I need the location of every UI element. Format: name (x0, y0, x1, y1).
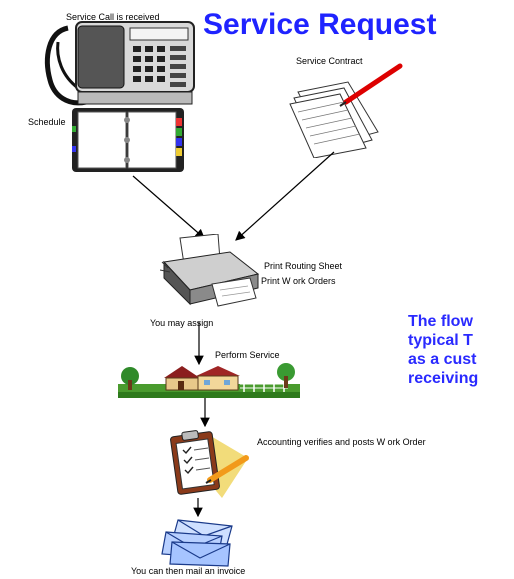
service-call-label: Service Call is received (66, 12, 160, 22)
print-routing-label: Print Routing Sheet (264, 261, 343, 271)
service-contract-label: Service Contract (296, 56, 363, 66)
accounting-label: Accounting verifies and posts W ork Orde… (257, 437, 426, 447)
flow-description: The flow typical T as a cust receiving (408, 312, 478, 388)
telephone-icon (45, 21, 195, 106)
schedule-label: Schedule (28, 117, 66, 127)
printer-icon (160, 234, 260, 307)
you-may-assign-label: You may assign (150, 318, 214, 328)
perform-service-label: Perform Service (215, 350, 280, 360)
house-landscape-icon (118, 363, 300, 398)
page-title: Service Request (203, 8, 437, 41)
description-line: receiving (408, 370, 479, 387)
contract-pen-icon (289, 63, 403, 158)
planner-binder-icon (72, 108, 184, 172)
print-work-orders-label: Print W ork Orders (261, 276, 336, 286)
clipboard-checklist-icon (170, 430, 249, 498)
envelopes-icon (161, 519, 233, 567)
description-line: typical T (408, 332, 473, 349)
description-line: as a cust (408, 351, 477, 368)
description-line: The flow (408, 313, 473, 330)
mail-invoice-label: You can then mail an invoice (131, 566, 246, 576)
